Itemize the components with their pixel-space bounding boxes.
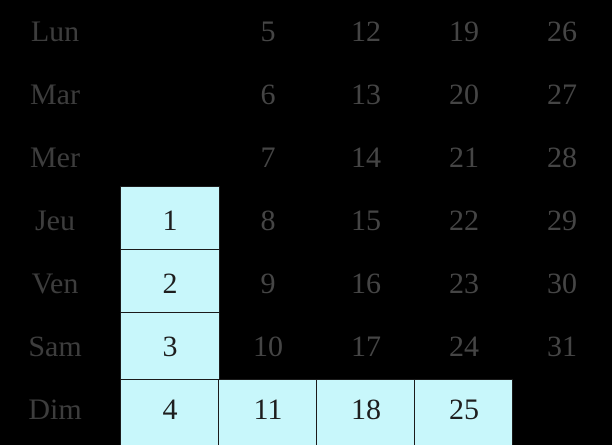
date-cell[interactable]: 12: [351, 15, 381, 48]
date-cell-highlighted[interactable]: 11: [253, 393, 283, 426]
day-label-dim: Dim: [28, 393, 82, 426]
date-cell-highlighted[interactable]: 3: [162, 330, 178, 363]
date-cell[interactable]: 20: [449, 78, 479, 111]
date-cell[interactable]: 13: [351, 78, 381, 111]
calendar-row: Lun 5 12 19 26: [0, 0, 612, 63]
cell-divider-sam-dim: [120, 379, 220, 380]
date-cell[interactable]: 19: [449, 15, 479, 48]
date-cell[interactable]: 27: [547, 78, 577, 111]
calendar-row: Ven 2 9 16 23 30: [0, 252, 612, 315]
date-cell[interactable]: 21: [449, 141, 479, 174]
date-cell[interactable]: 16: [351, 267, 381, 300]
date-cell[interactable]: 10: [253, 330, 283, 363]
cell-divider-week1-week2: [218, 379, 219, 445]
date-cell[interactable]: 26: [547, 15, 577, 48]
calendar-row: Dim 4 11 18 25: [0, 378, 612, 441]
cell-divider-week3-week4: [414, 379, 415, 445]
day-label-mer: Mer: [30, 141, 80, 174]
date-cell-highlighted[interactable]: 2: [162, 267, 178, 300]
calendar-row: Mar 6 13 20 27: [0, 63, 612, 126]
date-cell[interactable]: 5: [260, 15, 276, 48]
date-cell[interactable]: 7: [260, 141, 276, 174]
calendar-row: Mer 7 14 21 28: [0, 126, 612, 189]
date-cell[interactable]: 31: [547, 330, 577, 363]
day-label-jeu: Jeu: [35, 204, 75, 237]
date-cell[interactable]: 28: [547, 141, 577, 174]
day-label-ven: Ven: [31, 267, 79, 300]
date-cell[interactable]: 8: [260, 204, 276, 237]
date-cell[interactable]: 14: [351, 141, 381, 174]
date-cell[interactable]: 15: [351, 204, 381, 237]
date-cell[interactable]: 22: [449, 204, 479, 237]
day-label-lun: Lun: [30, 15, 80, 48]
date-cell-highlighted[interactable]: 18: [351, 393, 381, 426]
date-cell[interactable]: 30: [547, 267, 577, 300]
date-cell[interactable]: 24: [449, 330, 479, 363]
date-cell-highlighted[interactable]: 25: [449, 393, 479, 426]
calendar-row: Sam 3 10 17 24 31: [0, 315, 612, 378]
cell-divider-jeu-ven: [120, 249, 220, 250]
cell-divider-week2-week3: [316, 379, 317, 445]
date-cell[interactable]: 23: [449, 267, 479, 300]
date-cell-highlighted[interactable]: 4: [162, 393, 178, 426]
date-cell[interactable]: 6: [260, 78, 276, 111]
calendar-row: Jeu 1 8 15 22 29: [0, 189, 612, 252]
date-cell[interactable]: 29: [547, 204, 577, 237]
day-label-mar: Mar: [30, 78, 80, 111]
date-cell[interactable]: 17: [351, 330, 381, 363]
cell-divider-ven-sam: [120, 312, 220, 313]
date-cell[interactable]: 9: [260, 267, 276, 300]
day-label-sam: Sam: [28, 330, 82, 363]
date-cell-highlighted[interactable]: 1: [162, 204, 178, 237]
